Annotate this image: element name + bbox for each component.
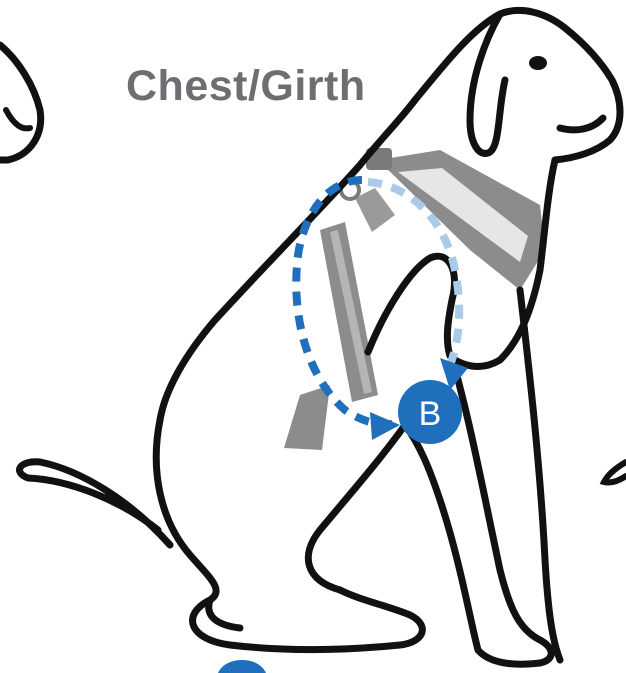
right-dog-partial-outline <box>604 462 626 483</box>
next-marker-partial <box>218 660 266 673</box>
harness-side-strap <box>355 188 395 232</box>
marker-label: B <box>419 395 442 433</box>
dog-hind-paw <box>209 600 240 628</box>
dog-head <box>415 10 620 160</box>
harness-lower-strap <box>284 385 330 450</box>
dog-mouth <box>560 118 603 130</box>
dog-tail <box>19 462 170 545</box>
dog-back <box>160 100 415 420</box>
dog-outline <box>19 10 620 664</box>
left-dog-partial-detail <box>6 110 30 128</box>
dog-eye <box>529 56 547 70</box>
measurement-marker-b: B <box>398 380 462 444</box>
left-dog-partial-outline <box>0 45 41 160</box>
dog-elbow <box>368 256 455 356</box>
harness-back-panel <box>378 150 545 290</box>
dog-far-front-leg <box>520 290 560 660</box>
dog-belly <box>308 425 405 590</box>
